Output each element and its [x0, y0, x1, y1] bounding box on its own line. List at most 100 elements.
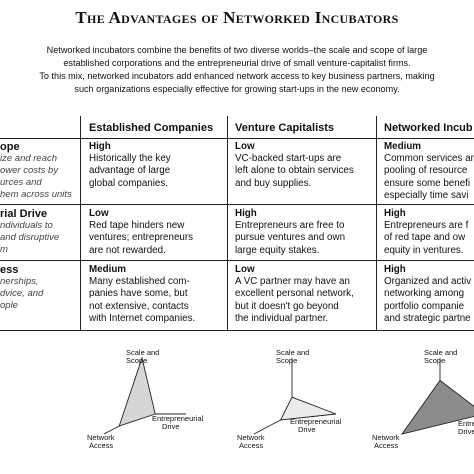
profile-shape	[118, 356, 156, 427]
cell-text: the individual partner.	[235, 312, 329, 324]
axis-label-entrepreneurial: Drive	[458, 427, 474, 436]
radar-diagram-networked: Scale and Scope Entre Drive Network Acce…	[372, 348, 474, 450]
cell-networked-entrepreneurial: High Entrepreneurs are f of red tape and…	[384, 208, 468, 257]
cell-text: not extensive, contacts	[89, 300, 189, 312]
cell-text: ensure some benefi	[384, 177, 471, 189]
axis-label-scale: Scale and	[276, 348, 309, 357]
column-header-venture: Venture Capitalists	[235, 122, 335, 134]
intro-paragraph: Networked incubators combine the benefit…	[10, 44, 464, 96]
column-divider	[227, 116, 228, 330]
axis-label-entrepreneurial: Entre	[458, 419, 474, 428]
cell-text: left alone to obtain services	[235, 165, 354, 177]
cell-text: Entrepreneurs are f	[384, 220, 469, 232]
axis-label-scale: Scope	[424, 356, 445, 365]
intro-line: established corporations and the entrepr…	[63, 58, 411, 68]
row-description: m	[0, 244, 8, 255]
cell-text: pooling of resource	[384, 165, 468, 177]
axis-label-entrepreneurial: Entrepreneurial	[152, 414, 204, 423]
cell-text: advantage of large	[89, 165, 171, 177]
cell-text: are not rewarded.	[89, 244, 166, 256]
intro-line: Networked incubators combine the benefit…	[46, 45, 428, 55]
column-divider	[376, 116, 377, 330]
profile-shape	[400, 379, 474, 435]
cell-venture-scale: Low VC-backed start-ups are left alone t…	[235, 141, 354, 190]
cell-established-entrepreneurial: Low Red tape hinders new ventures; entre…	[89, 208, 193, 257]
cell-networked-network: High Organized and activ networking amon…	[384, 264, 471, 325]
axis-label-network: Network	[237, 433, 265, 442]
row-title: ope	[0, 141, 20, 153]
cell-text: equity in ventures.	[384, 244, 464, 256]
level-value: High	[89, 141, 111, 152]
cell-text: especially time savi	[384, 189, 469, 201]
axis-label-network: Network	[372, 433, 400, 442]
column-header-networked: Networked Incub	[384, 122, 473, 134]
cell-text: and buy supplies.	[235, 177, 312, 189]
cell-text: networking among	[384, 288, 465, 300]
cell-text: Common services and	[384, 153, 474, 165]
row-description: ower costs by	[0, 165, 59, 176]
axis-label-network: Network	[87, 433, 115, 442]
row-description: ize and reach	[0, 153, 58, 164]
intro-line: such organizations especially effective …	[74, 84, 400, 94]
level-value: Low	[235, 264, 255, 275]
cell-text: with Internet companies.	[89, 312, 196, 324]
cell-established-network: Medium Many established com- panies have…	[89, 264, 195, 325]
level-value: High	[384, 264, 406, 275]
row-description: dvice, and	[0, 288, 44, 299]
cell-text: but it doesn't go beyond	[235, 300, 339, 312]
row-label-network: ess nerships, dvice, and ople	[0, 264, 43, 312]
level-value: Low	[235, 141, 255, 152]
axis-label-network: Access	[239, 441, 263, 450]
level-value: High	[235, 208, 257, 219]
level-value: Low	[89, 208, 109, 219]
axis-label-entrepreneurial: Entrepreneurial	[290, 417, 342, 426]
cell-text: excellent personal network,	[235, 288, 354, 300]
table-bottom-rule	[0, 330, 474, 331]
cell-venture-entrepreneurial: High Entrepreneurs are free to pursue ve…	[235, 208, 345, 257]
axis-label-scale: Scope	[126, 356, 147, 365]
cell-text: and strategic partne	[384, 312, 471, 324]
row-description: urces and	[0, 177, 42, 188]
column-header-established: Established Companies	[89, 122, 214, 134]
cell-text: panies have some, but	[89, 288, 188, 300]
radar-diagram-venture: Scale and Scope Entrepreneurial Drive Ne…	[237, 348, 342, 450]
row-description: ople	[0, 300, 18, 311]
cell-text: VC-backed start-ups are	[235, 153, 342, 165]
row-description: hem across units	[0, 189, 72, 200]
row-divider	[0, 204, 474, 205]
cell-established-scale: High Historically the key advantage of l…	[89, 141, 171, 190]
cell-text: pursue ventures and own	[235, 232, 346, 244]
cell-text: Many established com-	[89, 276, 190, 288]
axis-label-scale: Scale and	[424, 348, 457, 357]
row-title: ess	[0, 264, 19, 276]
row-label-entrepreneurial: rial Drive ndividuals to and disruptive …	[0, 208, 59, 256]
cell-text: Red tape hinders new	[89, 220, 185, 232]
column-divider	[80, 116, 81, 330]
axis-label-scale: Scope	[276, 356, 297, 365]
cell-networked-scale: Medium Common services and pooling of re…	[384, 141, 474, 202]
radar-diagram-established: Scale and Scope Entrepreneurial Drive Ne…	[87, 348, 204, 450]
header-rule	[0, 138, 474, 139]
axis-label-entrepreneurial: Drive	[162, 422, 180, 431]
level-value: Medium	[89, 264, 127, 275]
cell-text: large equity stakes.	[235, 244, 320, 256]
level-value: High	[384, 208, 406, 219]
axis-label-network: Access	[89, 441, 113, 450]
row-description: nerships,	[0, 276, 39, 287]
cell-text: Entrepreneurs are free to	[235, 220, 345, 232]
cell-text: global companies.	[89, 177, 168, 189]
cell-text: of red tape and ow	[384, 232, 466, 244]
level-value: Medium	[384, 141, 422, 152]
row-label-scale: ope ize and reach ower costs by urces an…	[0, 141, 72, 201]
row-description: and disruptive	[0, 232, 60, 243]
page-title: The Advantages of Networked Incubators	[75, 8, 399, 27]
profile-shape	[279, 396, 337, 421]
cell-text: ventures; entrepreneurs	[89, 232, 194, 244]
cell-text: A VC partner may have an	[235, 276, 350, 288]
axis-label-scale: Scale and	[126, 348, 159, 357]
row-title: rial Drive	[0, 208, 48, 220]
cell-text: Organized and activ	[384, 276, 472, 288]
intro-line: To this mix, networked incubators add en…	[39, 71, 435, 81]
cell-text: portfolio companie	[384, 300, 465, 312]
axis-label-network: Access	[374, 441, 398, 450]
